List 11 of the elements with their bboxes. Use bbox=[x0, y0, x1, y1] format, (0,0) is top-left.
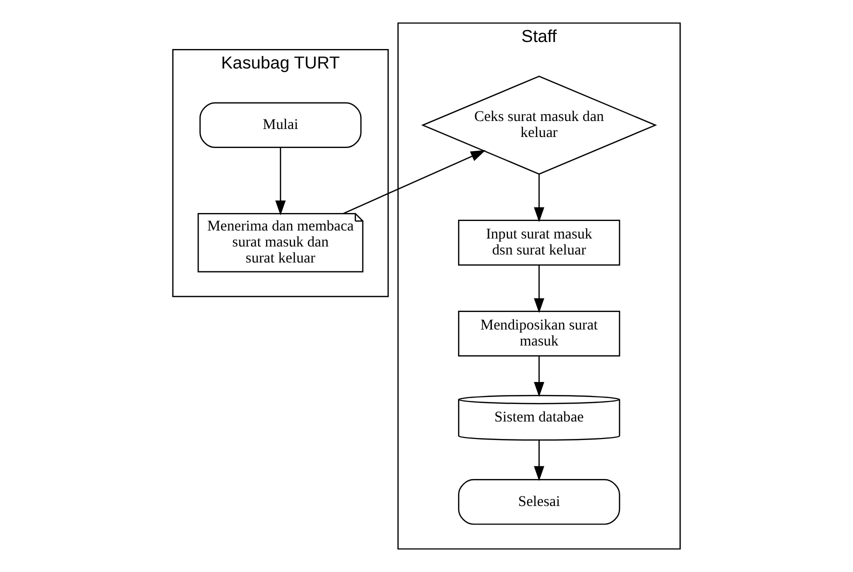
arrow bbox=[534, 174, 544, 222]
node-diamond: Ceks surat masuk dan keluar bbox=[421, 76, 658, 175]
node-box: Selesai bbox=[458, 479, 620, 525]
node-box: Mulai bbox=[199, 102, 362, 148]
arrow bbox=[534, 440, 544, 481]
node-box: Mendiposikan surat masuk bbox=[458, 310, 620, 357]
arrow bbox=[534, 356, 544, 397]
arrow bbox=[534, 265, 544, 314]
node-box: Input surat masuk dsn surat keluar bbox=[458, 220, 620, 266]
arrow bbox=[275, 148, 286, 216]
arrow bbox=[343, 150, 486, 214]
